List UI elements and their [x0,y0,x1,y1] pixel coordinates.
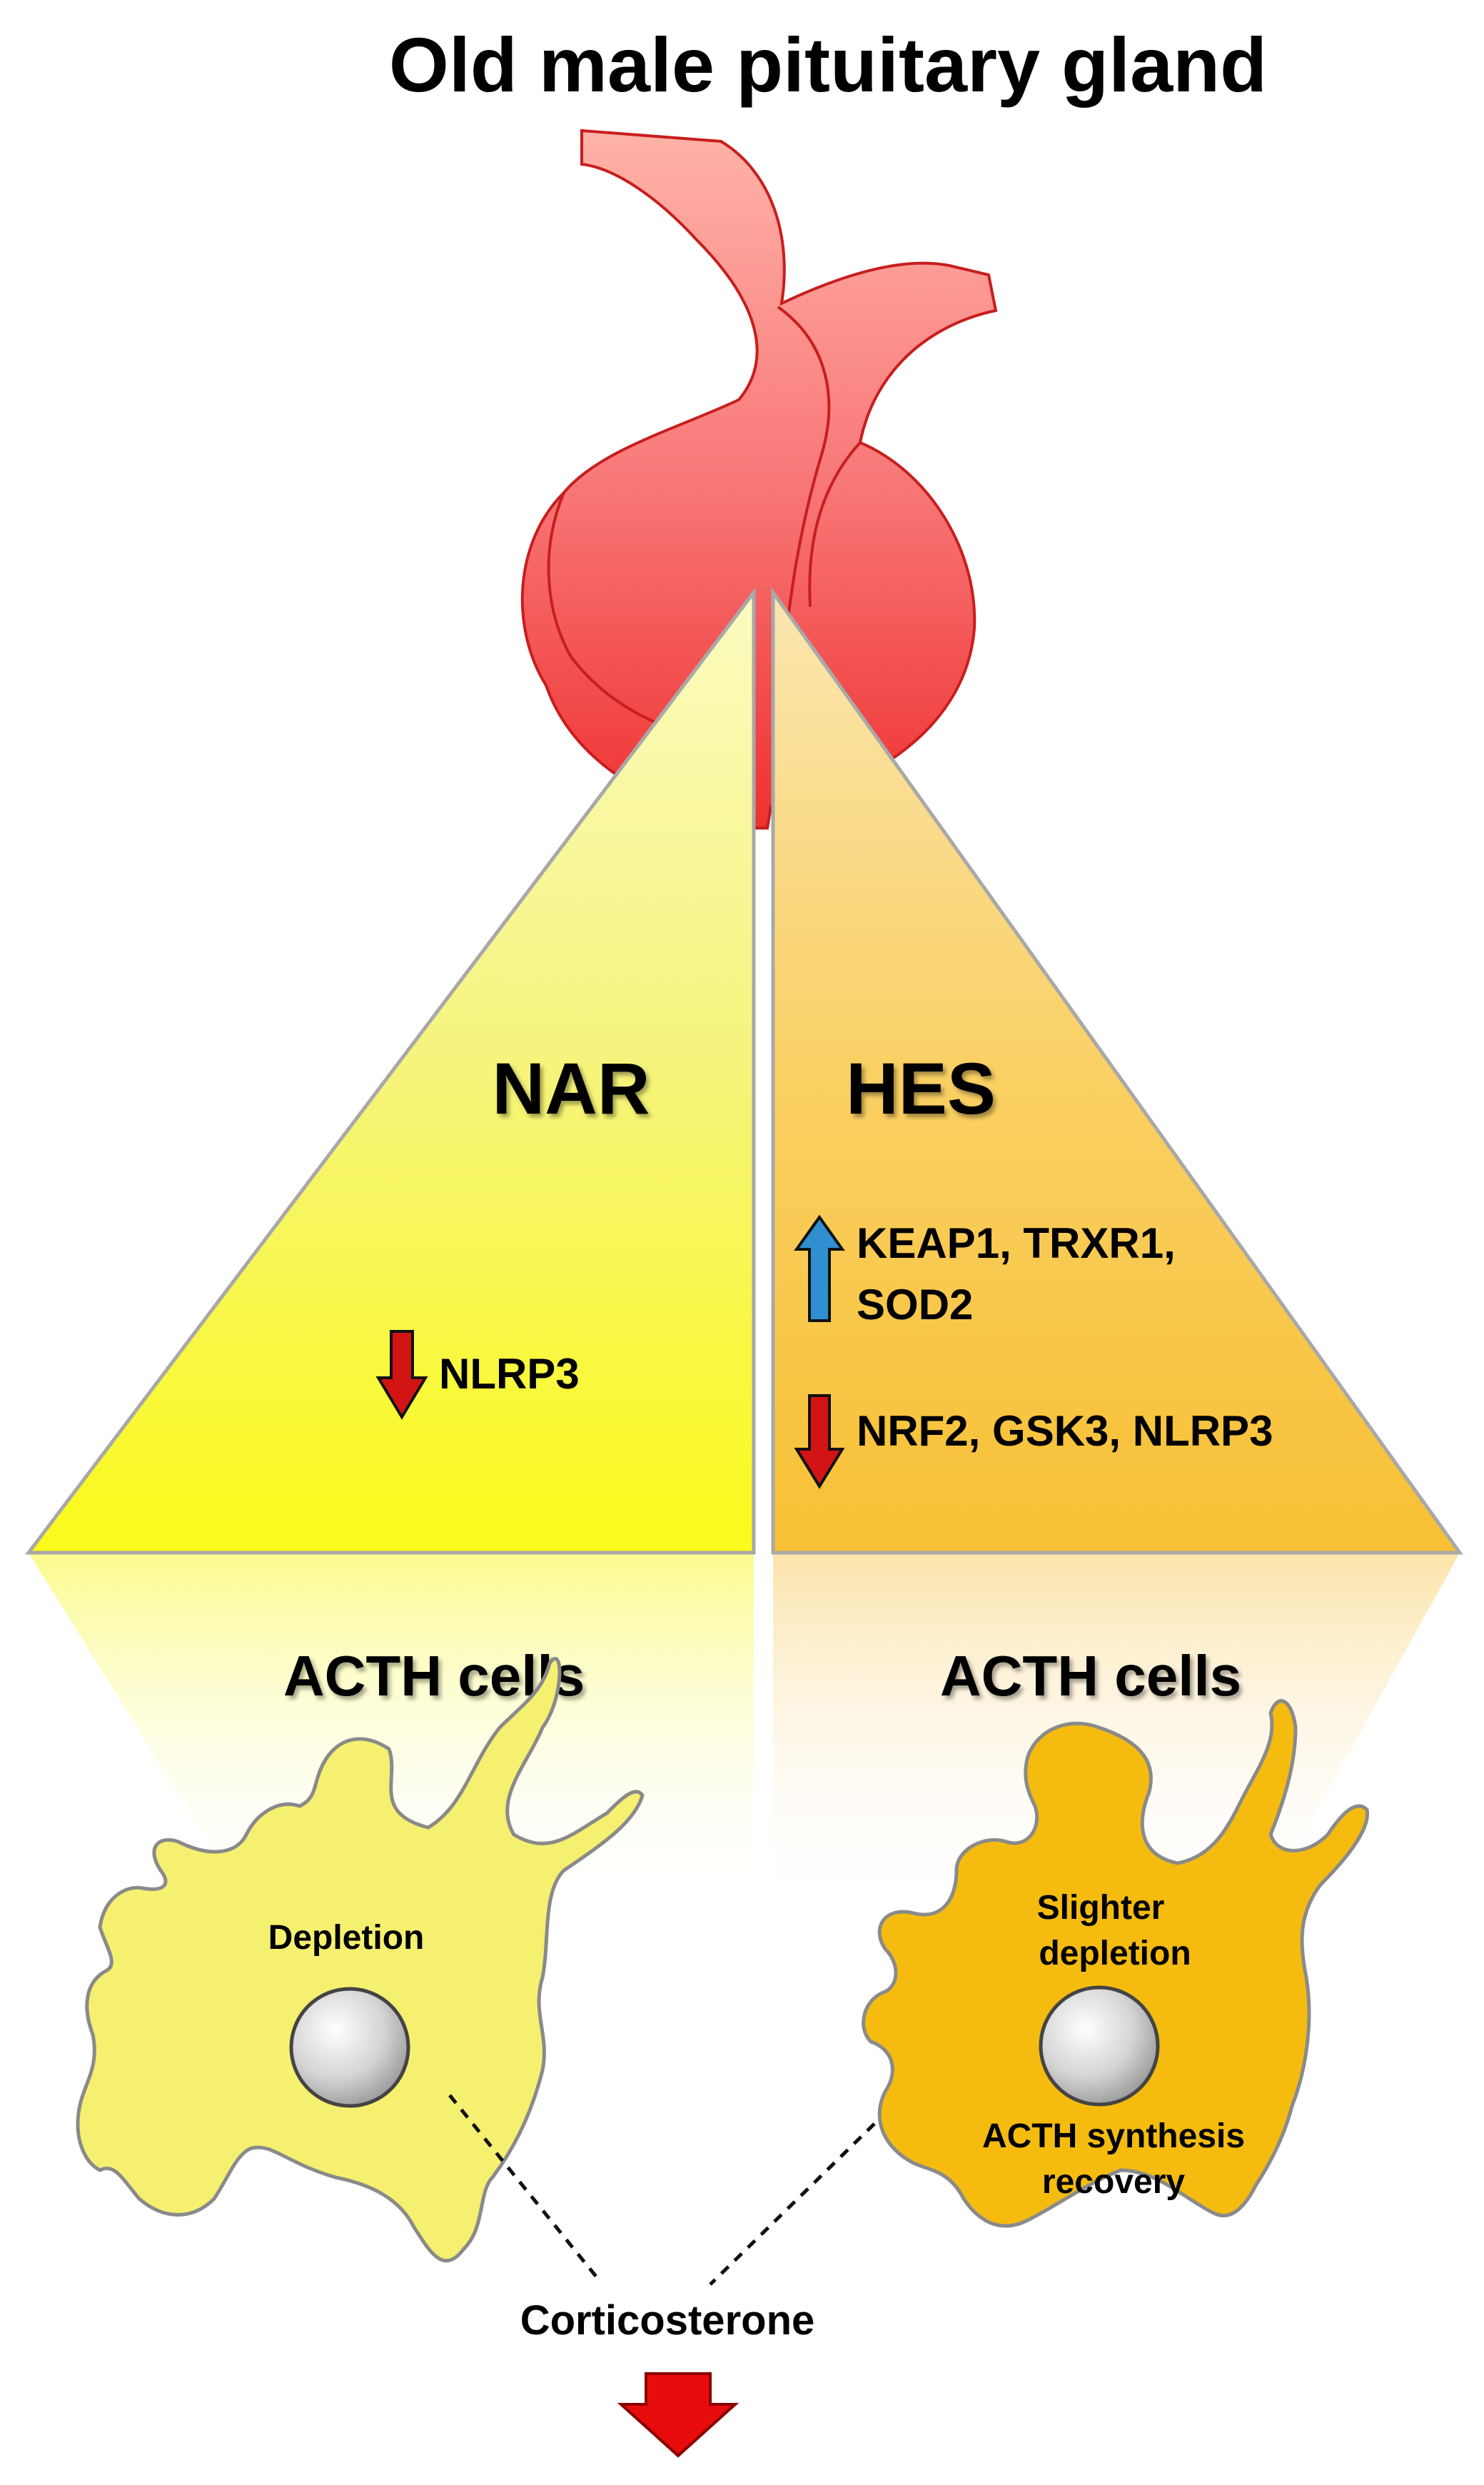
hes-cell-note2-line2: recovery [1042,2163,1185,2201]
hes-acth-cell [862,1699,1370,2228]
pituitary-gland-icon [520,128,998,830]
hes-up-markers-line2: SOD2 [857,1281,973,1329]
right-triangle [771,587,1463,1555]
outcome-label: Corticosterone [520,2297,815,2344]
left-reflection [29,1553,754,1920]
hes-cells-title: ACTH cells [940,1644,1241,1708]
nar-connector-line [448,2094,601,2282]
hes-cell-note2-line1: ACTH synthesis [982,2117,1245,2155]
hes-down-markers: NRF2, GSK3, NLRP3 [857,1407,1273,1455]
nar-down-markers: NLRP3 [439,1350,580,1398]
hes-cell-nucleus [1039,1985,1160,2107]
hes-up-markers-line1: KEAP1, TRXR1, [857,1219,1176,1267]
nar-cell-note: Depletion [268,1919,425,1957]
hes-cell-note-line2: depletion [1039,1935,1191,1972]
left-triangle [24,587,756,1555]
hes-group-label: HES [846,1048,996,1129]
hes-connector-line [709,2122,876,2286]
hes-down-arrow-icon [794,1394,845,1489]
nar-acth-cell [76,1656,645,2263]
nar-group-label: NAR [493,1048,650,1129]
nar-cell-nucleus [289,1987,410,2108]
nar-down-arrow-icon [375,1330,428,1420]
hes-cell-note-line1: Slighter [1037,1889,1165,1927]
outcome-down-arrow-icon [617,2372,740,2458]
diagram-title: Old male pituitary gland [389,21,1267,108]
hes-up-arrow-icon [794,1214,845,1322]
